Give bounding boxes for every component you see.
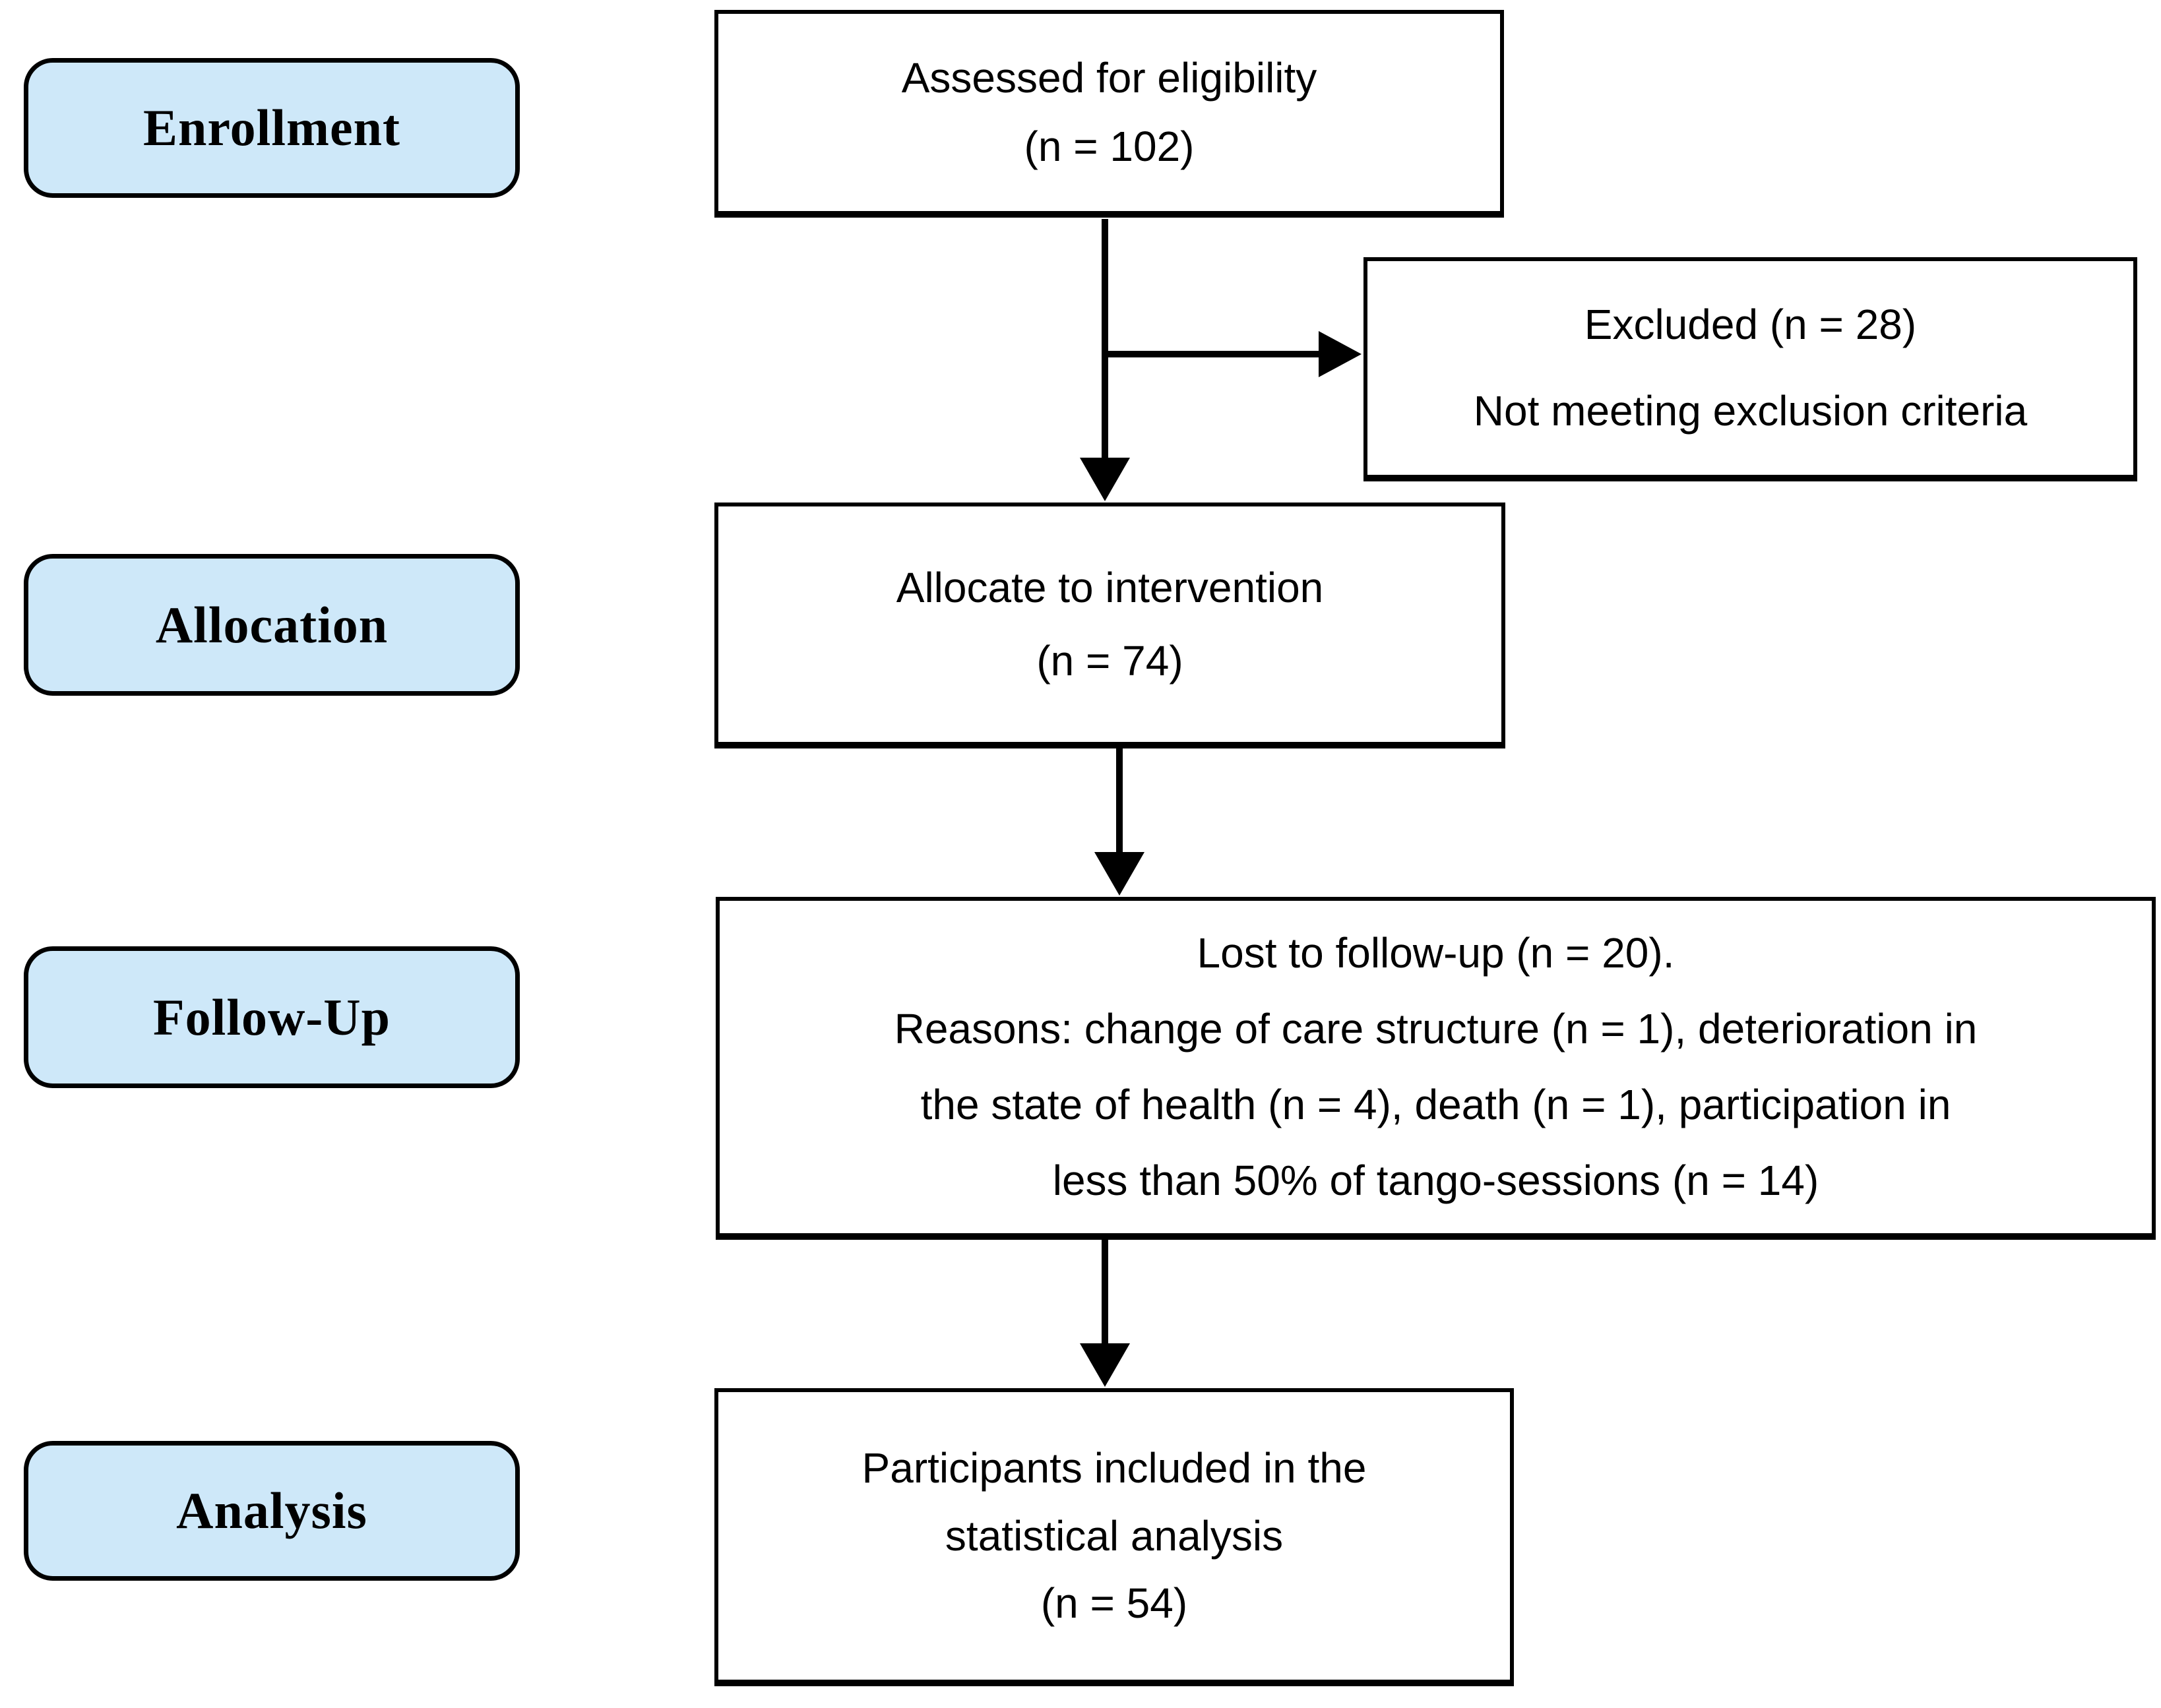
lost-to-followup-box: Lost to follow-up (n = 20). Reasons: cha…	[716, 897, 2156, 1240]
stage-label-text: Analysis	[176, 1482, 367, 1539]
text-line: Lost to follow-up (n = 20).	[1197, 929, 1675, 977]
stage-label-text: Enrollment	[143, 99, 400, 156]
text-line: statistical analysis	[945, 1511, 1284, 1560]
text-line: Not meeting exclusion criteria	[1473, 387, 2028, 435]
text-line: (n = 74)	[1036, 636, 1183, 685]
assessed-for-eligibility-box: Assessed for eligibility (n = 102)	[714, 10, 1504, 218]
text-line: Participants included in the	[861, 1444, 1367, 1492]
arrow-assessed-to-allocated-head	[1080, 458, 1130, 501]
stage-label-text: Follow-Up	[153, 988, 391, 1046]
allocate-to-intervention-box: Allocate to intervention (n = 74)	[714, 503, 1505, 748]
text-line: Assessed for eligibility	[901, 53, 1317, 102]
text-line: (n = 102)	[1024, 122, 1195, 170]
excluded-box: Excluded (n = 28) Not meeting exclusion …	[1363, 257, 2137, 481]
stage-label-text: Allocation	[155, 595, 389, 654]
statistical-analysis-box: Participants included in the statistical…	[714, 1388, 1514, 1686]
text-line: (n = 54)	[1040, 1579, 1188, 1628]
text-line: less than 50% of tango-sessions (n = 14)	[1052, 1157, 1819, 1205]
arrow-branch-to-excluded-head	[1319, 331, 1362, 377]
text-line: Allocate to intervention	[896, 564, 1324, 612]
arrow-allocated-to-followup-head	[1094, 852, 1144, 896]
text-line: the state of health (n = 4), death (n = …	[920, 1081, 1951, 1128]
stage-label-analysis: Analysis	[24, 1441, 520, 1581]
text-line: Reasons: change of care structure (n = 1…	[894, 1004, 1978, 1052]
stage-label-follow-up: Follow-Up	[24, 946, 520, 1088]
arrow-followup-to-analysis-head	[1080, 1343, 1130, 1387]
stage-label-allocation: Allocation	[24, 554, 520, 696]
stage-label-enrollment: Enrollment	[24, 58, 520, 198]
text-line: Excluded (n = 28)	[1584, 300, 1917, 348]
